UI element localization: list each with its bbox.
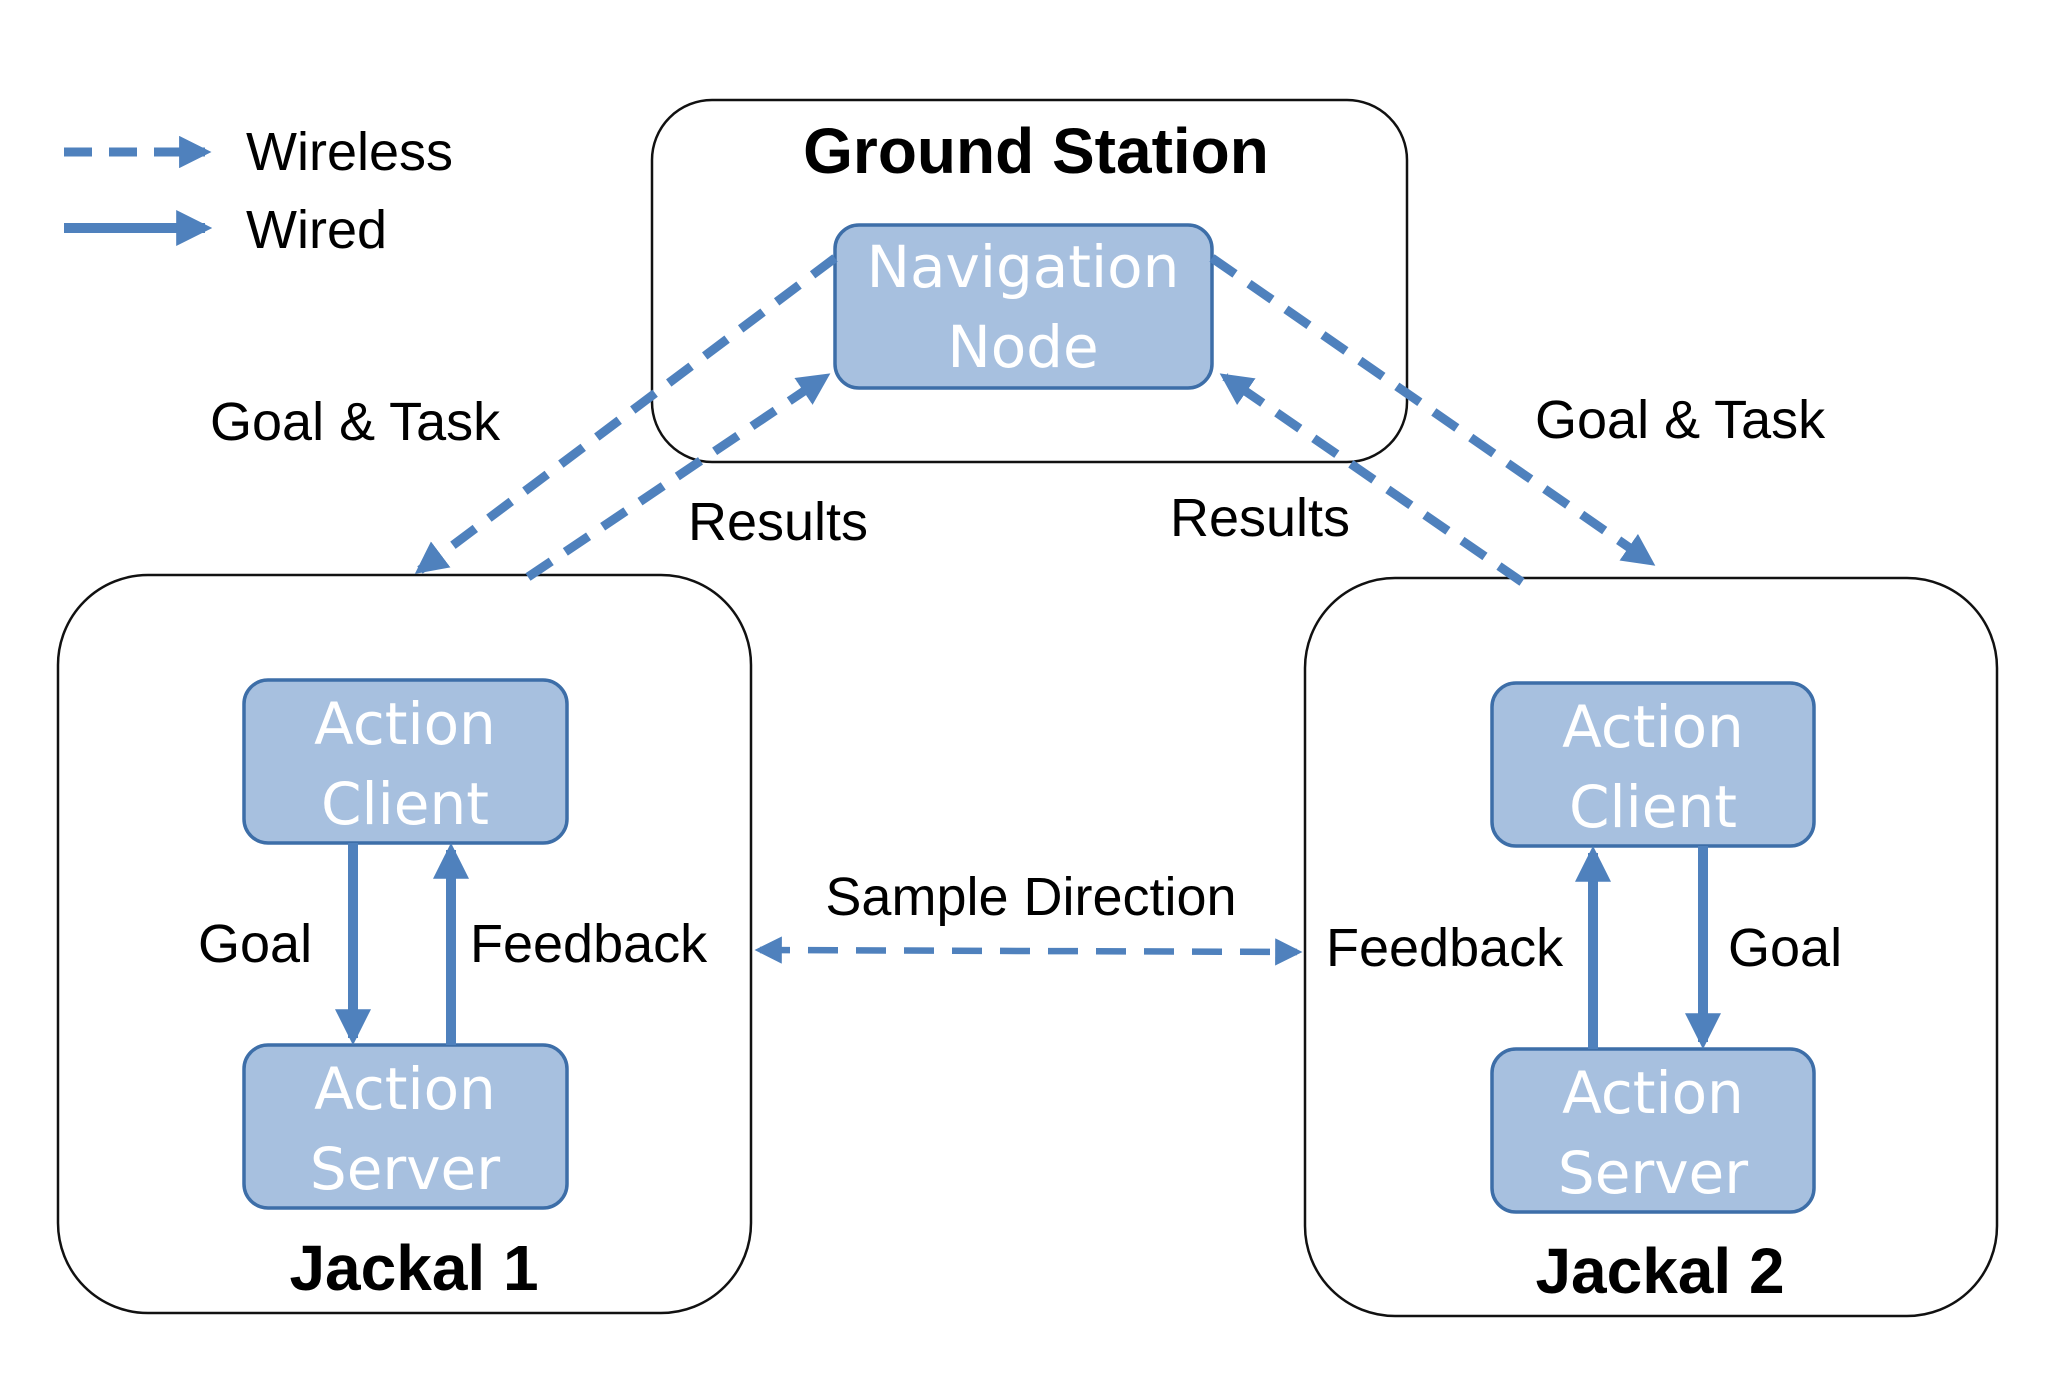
jackal2-action-client-line1: Action <box>1562 693 1744 761</box>
jackal1-action-server-line2: Server <box>310 1135 500 1203</box>
jackal2-container <box>1303 576 1999 1318</box>
jackal1-action-client-line1: Action <box>314 690 496 758</box>
jackal2-action-server-box <box>1490 1047 1816 1214</box>
label-goal-task-left: Goal & Task <box>210 392 501 452</box>
jackal2-action-client-box <box>1490 681 1816 848</box>
legend-wired-label: Wired <box>246 200 387 260</box>
jackal1-container <box>56 573 753 1315</box>
jackal1-action-server-line1: Action <box>314 1055 496 1123</box>
arrow-sample-direction <box>754 936 1303 966</box>
jackal1-title: Jackal 1 <box>289 1232 538 1304</box>
arrow-results-from-jackal1 <box>525 373 831 581</box>
label-jackal2-goal: Goal <box>1728 918 1842 978</box>
jackal1-action-client-box <box>242 678 569 845</box>
arrow-goal-task-to-jackal1 <box>414 254 838 574</box>
jackal1-action-server-box <box>242 1043 569 1210</box>
jackal2-title: Jackal 2 <box>1535 1235 1784 1307</box>
label-results-left: Results <box>688 492 868 552</box>
label-sample-direction: Sample Direction <box>825 867 1236 927</box>
label-results-right: Results <box>1170 488 1350 548</box>
jackal2-action-client-line2: Client <box>1569 773 1737 841</box>
arrow-results-from-jackal2 <box>1219 373 1525 586</box>
navigation-node-line2: Node <box>947 313 1098 381</box>
label-jackal1-goal: Goal <box>198 914 312 974</box>
jackal2-action-server-line1: Action <box>1562 1059 1744 1127</box>
navigation-node-line1: Navigation <box>867 233 1180 301</box>
label-goal-task-right: Goal & Task <box>1535 390 1826 450</box>
label-jackal2-feedback: Feedback <box>1326 918 1564 978</box>
legend-wireless-label: Wireless <box>246 122 453 182</box>
ground-station-title: Ground Station <box>803 115 1269 187</box>
jackal1-action-client-line2: Client <box>321 770 489 838</box>
navigation-node-box <box>833 223 1214 390</box>
jackal2-action-server-line2: Server <box>1558 1139 1748 1207</box>
label-jackal1-feedback: Feedback <box>470 914 708 974</box>
